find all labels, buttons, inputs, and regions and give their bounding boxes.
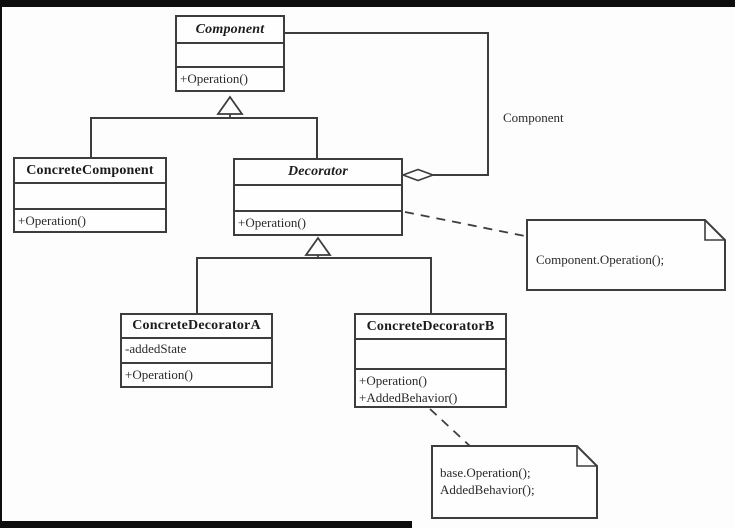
aggregation-diamond-icon <box>400 168 436 182</box>
class-concrete-decorator-b-title: ConcreteDecoratorB <box>356 315 505 340</box>
note-fold-icon <box>704 220 725 241</box>
note-shape-component-operation <box>526 219 726 291</box>
class-concrete-decorator-b: ConcreteDecoratorB +Operation() +AddedBe… <box>354 313 507 408</box>
association-label-component: Component <box>503 110 564 125</box>
class-concrete-component-attrs <box>15 184 165 210</box>
frame-top-bar <box>0 0 735 7</box>
method-label: +Operation() <box>359 373 427 388</box>
class-decorator: Decorator +Operation() <box>233 158 403 236</box>
class-concrete-component-title: ConcreteComponent <box>15 159 165 184</box>
method-label: +Operation() <box>18 213 86 228</box>
generalization-tree-top <box>90 95 318 158</box>
class-component: Component +Operation() <box>175 15 285 92</box>
inheritance-triangle-icon <box>304 236 332 256</box>
note-line: AddedBehavior(); <box>440 482 535 497</box>
class-concrete-decorator-a-title: ConcreteDecoratorA <box>122 315 271 339</box>
generalization-tree-bottom <box>196 236 432 313</box>
class-decorator-methods: +Operation() <box>235 212 401 234</box>
method-label: +AddedBehavior() <box>359 390 458 405</box>
note-fold-icon <box>576 446 597 467</box>
note-shape-base-operation <box>431 445 598 519</box>
note-component-operation-text: Component.Operation(); <box>536 252 665 267</box>
class-concrete-decorator-a: ConcreteDecoratorA -addedState +Operatio… <box>120 313 273 388</box>
inheritance-triangle-icon <box>216 95 244 115</box>
note-base-operation-text: base.Operation(); AddedBehavior(); <box>440 464 535 498</box>
class-component-attrs <box>177 44 283 68</box>
class-component-title: Component <box>177 17 283 44</box>
aggregation-connector <box>285 32 489 182</box>
class-concrete-decorator-a-methods: +Operation() <box>122 364 271 386</box>
note-link-decorator <box>404 211 526 237</box>
note-line: base.Operation(); <box>440 465 531 480</box>
method-label: +Operation() <box>238 215 306 230</box>
note-link-decoratorb <box>429 408 472 448</box>
method-label: +Operation() <box>125 367 193 382</box>
method-label: +Operation() <box>180 71 248 86</box>
frame-left-bar <box>0 0 2 528</box>
attribute-label: -addedState <box>125 341 187 356</box>
class-concrete-decorator-a-attrs: -addedState <box>122 339 271 364</box>
class-decorator-title: Decorator <box>235 160 401 186</box>
class-component-methods: +Operation() <box>177 68 283 90</box>
frame-bottom-bar <box>0 521 412 528</box>
class-concrete-component-methods: +Operation() <box>15 210 165 231</box>
class-concrete-component: ConcreteComponent +Operation() <box>13 157 167 233</box>
class-decorator-attrs <box>235 186 401 212</box>
class-concrete-decorator-b-methods: +Operation() +AddedBehavior() <box>356 370 505 408</box>
class-concrete-decorator-b-attrs <box>356 340 505 370</box>
